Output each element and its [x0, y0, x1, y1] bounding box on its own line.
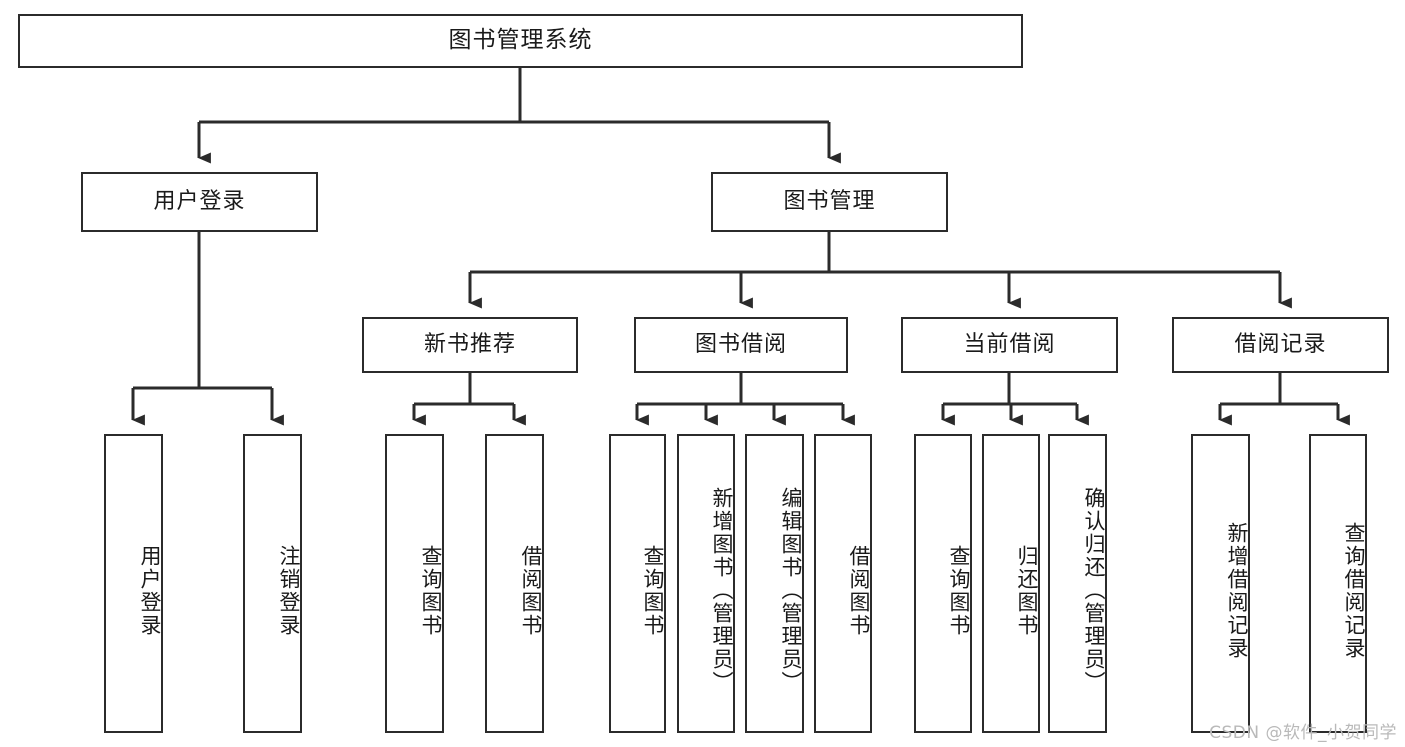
node-label: 用户登录 [138, 544, 162, 637]
node-label: 用户登录 [153, 188, 246, 214]
node-leaf-query-book-1[interactable]: 查询图书 [385, 434, 444, 733]
node-leaf-confirm-return[interactable]: 确认归还（管理员） [1048, 434, 1107, 733]
node-current-borrow[interactable]: 当前借阅 [901, 317, 1118, 373]
node-book-borrow[interactable]: 图书借阅 [634, 317, 848, 373]
node-label: 查询借阅记录 [1342, 521, 1366, 660]
node-leaf-query-book-2[interactable]: 查询图书 [609, 434, 666, 733]
node-label: 借阅图书 [847, 544, 871, 637]
node-label: 新增图书（管理员） [710, 487, 734, 694]
node-leaf-edit-book[interactable]: 编辑图书（管理员） [745, 434, 804, 733]
node-label: 借阅记录 [1234, 331, 1327, 357]
node-leaf-borrow-book-2[interactable]: 借阅图书 [814, 434, 872, 733]
node-leaf-logout[interactable]: 注销登录 [243, 434, 302, 733]
node-label: 查询图书 [419, 544, 443, 637]
node-new-book-rec[interactable]: 新书推荐 [362, 317, 578, 373]
node-label: 图书管理 [783, 188, 876, 214]
watermark: CSDN @软件_小贺同学 [1209, 723, 1397, 743]
node-label: 归还图书 [1015, 544, 1039, 637]
node-leaf-return-book[interactable]: 归还图书 [982, 434, 1040, 733]
node-label: 当前借阅 [963, 331, 1056, 357]
node-label: 图书借阅 [694, 331, 787, 357]
node-label: 新书推荐 [423, 331, 516, 357]
node-label: 确认归还（管理员） [1082, 487, 1106, 694]
node-leaf-query-record[interactable]: 查询借阅记录 [1309, 434, 1367, 733]
node-leaf-borrow-book-1[interactable]: 借阅图书 [485, 434, 544, 733]
node-book-manage[interactable]: 图书管理 [711, 172, 948, 232]
node-label: 新增借阅记录 [1225, 521, 1249, 660]
node-label: 图书管理系统 [448, 27, 593, 54]
node-borrow-record[interactable]: 借阅记录 [1172, 317, 1389, 373]
node-label: 借阅图书 [519, 544, 543, 637]
node-label: 编辑图书（管理员） [779, 487, 803, 694]
node-label: 注销登录 [277, 544, 301, 637]
node-label: 查询图书 [947, 544, 971, 637]
node-user-login[interactable]: 用户登录 [81, 172, 318, 232]
node-leaf-add-book[interactable]: 新增图书（管理员） [677, 434, 735, 733]
node-leaf-query-book-3[interactable]: 查询图书 [914, 434, 972, 733]
node-label: 查询图书 [641, 544, 665, 637]
node-root[interactable]: 图书管理系统 [18, 14, 1023, 68]
node-leaf-user-login[interactable]: 用户登录 [104, 434, 163, 733]
node-leaf-add-record[interactable]: 新增借阅记录 [1191, 434, 1250, 733]
